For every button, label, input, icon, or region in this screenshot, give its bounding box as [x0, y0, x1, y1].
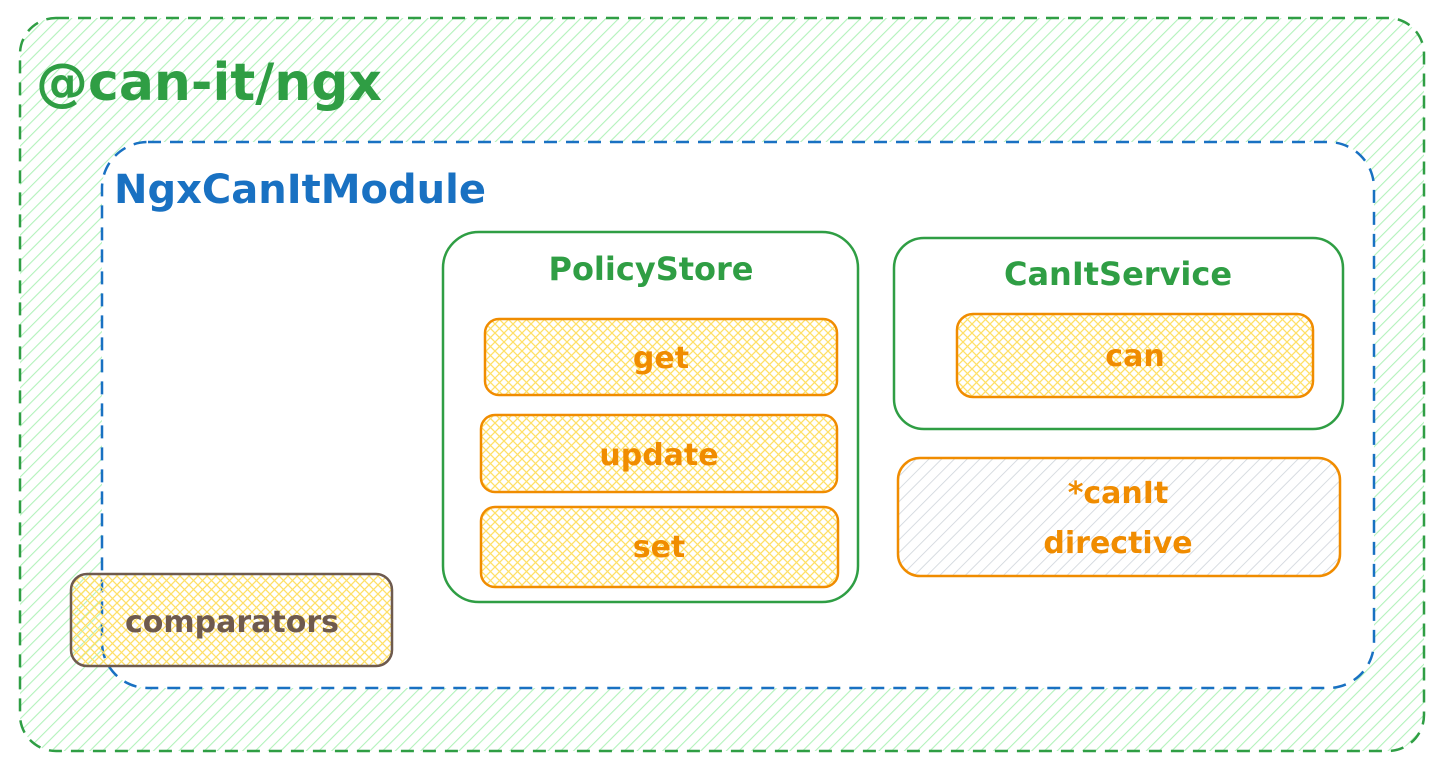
method-can-frame — [955, 312, 1315, 399]
can-it-service-title: CanItService — [1004, 255, 1232, 293]
can-it-directive-line1: *canIt — [1068, 476, 1169, 511]
method-can-label: can — [1105, 339, 1164, 374]
policy-store-box: PolicyStore get update set — [441, 230, 860, 604]
comparators-frame — [69, 572, 394, 668]
method-can: can — [955, 312, 1315, 399]
package-title: @can-it/ngx — [36, 53, 382, 113]
comparators-box: comparators — [69, 572, 394, 668]
can-it-directive-box: *canIt directive — [896, 456, 1342, 578]
method-set-frame — [479, 505, 840, 589]
can-it-directive-line2: directive — [1043, 526, 1192, 561]
method-get-frame — [483, 317, 839, 397]
can-it-directive-frame — [896, 456, 1342, 578]
method-update-frame — [479, 413, 839, 494]
method-set: set — [479, 505, 840, 589]
policy-store-title: PolicyStore — [548, 250, 753, 288]
module-title: NgxCanItModule — [114, 167, 486, 213]
method-update-label: update — [599, 438, 718, 473]
method-update: update — [479, 413, 839, 494]
can-it-service-box: CanItService can — [892, 236, 1345, 431]
method-get-label: get — [633, 341, 689, 376]
method-set-label: set — [633, 530, 686, 565]
method-get: get — [483, 317, 839, 397]
comparators-label: comparators — [125, 605, 339, 640]
